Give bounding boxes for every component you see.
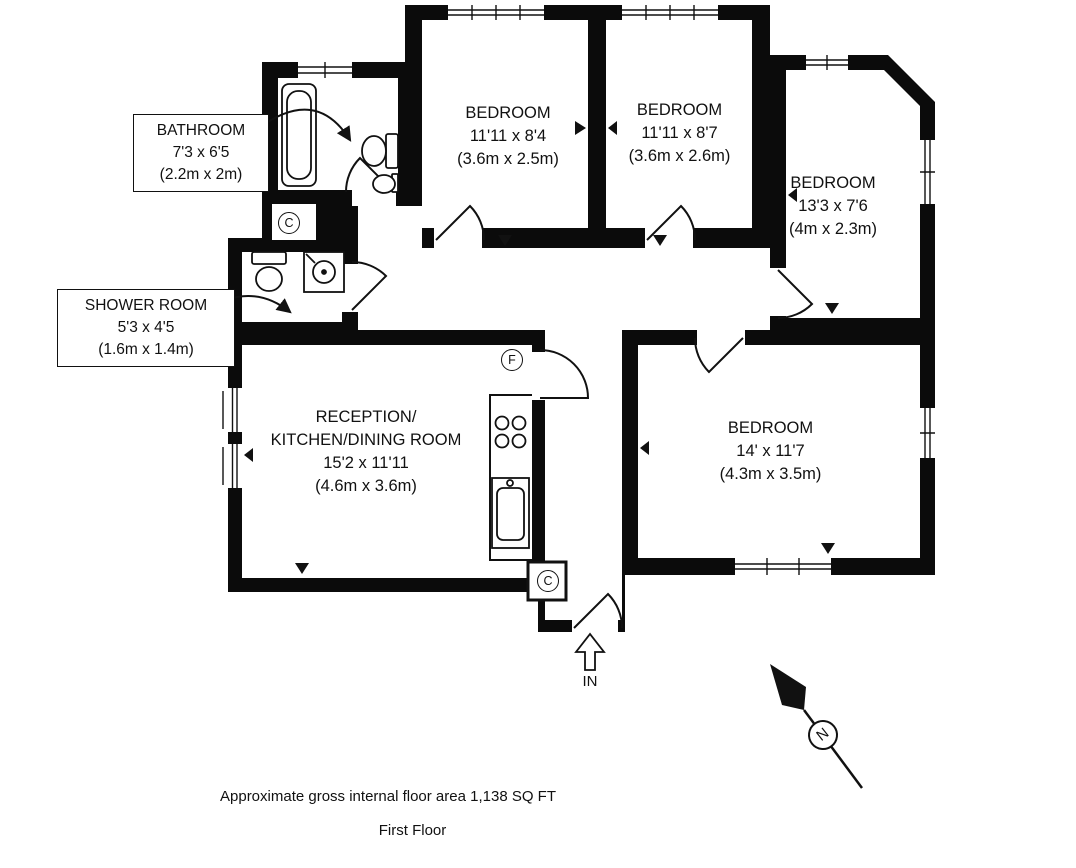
reception-window-lower — [222, 444, 242, 488]
doors — [344, 156, 814, 629]
bedroom1-interior — [422, 20, 588, 228]
hall-stub-interior — [358, 206, 422, 330]
shower-tray-icon — [303, 251, 345, 293]
fixtures — [251, 83, 532, 561]
bedroom1-label: BEDROOM 11'11 x 8'4 (3.6m x 2.5m) — [418, 102, 598, 171]
shower-door-gap — [342, 264, 358, 312]
reception-name-line2: KITCHEN/DINING ROOM — [270, 431, 462, 449]
bedroom2-name: BEDROOM — [636, 101, 723, 119]
bedroom3-dim-metric: (4m x 2.3m) — [788, 220, 877, 238]
bathroom-pointer-arrow — [258, 108, 352, 142]
room-interiors — [242, 20, 920, 632]
reception-interior — [242, 345, 532, 578]
bathroom-dim-imperial: 7'3 x 6'5 — [172, 144, 230, 161]
bedroom2-interior — [606, 20, 752, 228]
reception-name-line1: RECEPTION/ — [315, 408, 417, 426]
shower-toilet-icon — [251, 251, 287, 292]
bedroom4-bottom-window — [735, 558, 831, 575]
bedroom3-door — [777, 269, 814, 320]
bedroom4-side-window — [920, 408, 935, 458]
basin-icon — [372, 173, 399, 194]
bedroom4-door — [693, 337, 744, 374]
bedroom4-interior — [638, 345, 920, 558]
floor-name-text: First Floor — [378, 822, 447, 839]
shower-room-dim-metric: (1.6m x 1.4m) — [98, 341, 194, 358]
bedroom2-window — [622, 5, 718, 20]
bedroom1-dim-imperial: 11'11 x 8'4 — [469, 127, 547, 145]
toilet-icon — [361, 133, 399, 169]
hob-icon — [494, 415, 527, 449]
bedroom4-door-gap — [697, 330, 745, 345]
cupboard-marker-bathroom: C — [278, 212, 300, 234]
bedroom2-door — [646, 204, 697, 241]
bedroom3-top-window — [806, 55, 848, 70]
bathroom-door — [344, 156, 395, 193]
reception-label: RECEPTION/ KITCHEN/DINING ROOM 15'2 x 11… — [238, 406, 494, 498]
bedroom1-name: BEDROOM — [465, 104, 551, 122]
bedroom4-dim-imperial: 14' x 11'7 — [736, 442, 805, 460]
shower-room-name: SHOWER ROOM — [84, 297, 208, 314]
reception-window-upper — [222, 388, 242, 432]
shower-room-dim-imperial: 5'3 x 4'5 — [117, 319, 175, 336]
bathtub-icon — [281, 83, 317, 187]
bathroom-door-gap — [352, 190, 396, 206]
fridge-marker: F — [501, 349, 523, 371]
bedroom2-door-gap — [645, 228, 693, 248]
bedroom4-label: BEDROOM 14' x 11'7 (4.3m x 3.5m) — [668, 417, 873, 486]
bedroom4-name: BEDROOM — [727, 419, 814, 437]
kitchen-counter-icon — [489, 394, 532, 561]
bathroom-label-box: BATHROOM 7'3 x 6'5 (2.2m x 2m) — [133, 114, 269, 192]
bathroom-dim-metric: (2.2m x 2m) — [159, 166, 243, 183]
reception-dim-metric: (4.6m x 3.6m) — [315, 477, 417, 495]
hall-cupboard — [526, 560, 568, 602]
cupboard-marker-hall: C — [537, 570, 559, 592]
dimension-arrows — [244, 121, 839, 574]
floor-area-text: Approximate gross internal floor area 1,… — [220, 788, 556, 805]
shower-room-label-box: SHOWER ROOM 5'3 x 4'5 (1.6m x 1.4m) — [57, 289, 235, 367]
windows — [222, 5, 935, 575]
bedroom4-dim-metric: (4.3m x 3.5m) — [719, 465, 822, 483]
reception-door — [539, 349, 590, 399]
bedroom1-door-gap — [434, 228, 482, 248]
bedroom3-side-window — [920, 140, 935, 204]
entrance-arrow-icon — [574, 632, 606, 671]
bedroom2-label: BEDROOM 11'11 x 8'7 (3.6m x 2.6m) — [592, 99, 767, 168]
entrance-label: IN — [582, 673, 598, 690]
corridor-interior — [422, 248, 770, 330]
bedroom3-name: BEDROOM — [790, 174, 876, 192]
bathroom-name: BATHROOM — [156, 122, 246, 139]
bedroom3-interior — [786, 70, 920, 318]
shower-door — [351, 260, 388, 311]
sink-icon — [491, 477, 530, 549]
bedroom1-dim-metric: (3.6m x 2.5m) — [457, 150, 559, 168]
bedroom3-label: BEDROOM 13'3 x 7'6 (4m x 2.3m) — [757, 172, 909, 241]
bedroom3-dim-imperial: 13'3 x 7'6 — [798, 197, 868, 215]
bedroom3-door-gap — [770, 268, 786, 316]
reception-door-gap — [532, 352, 545, 400]
bedroom2-dim-metric: (3.6m x 2.6m) — [628, 147, 731, 165]
entrance-door — [573, 592, 624, 629]
bedroom2-dim-imperial: 11'11 x 8'7 — [641, 124, 718, 142]
bathroom-window — [298, 62, 352, 78]
bedroom1-window — [448, 5, 544, 20]
reception-dim-imperial: 15'2 x 11'11 — [323, 454, 409, 472]
bedroom1-door — [435, 204, 486, 241]
